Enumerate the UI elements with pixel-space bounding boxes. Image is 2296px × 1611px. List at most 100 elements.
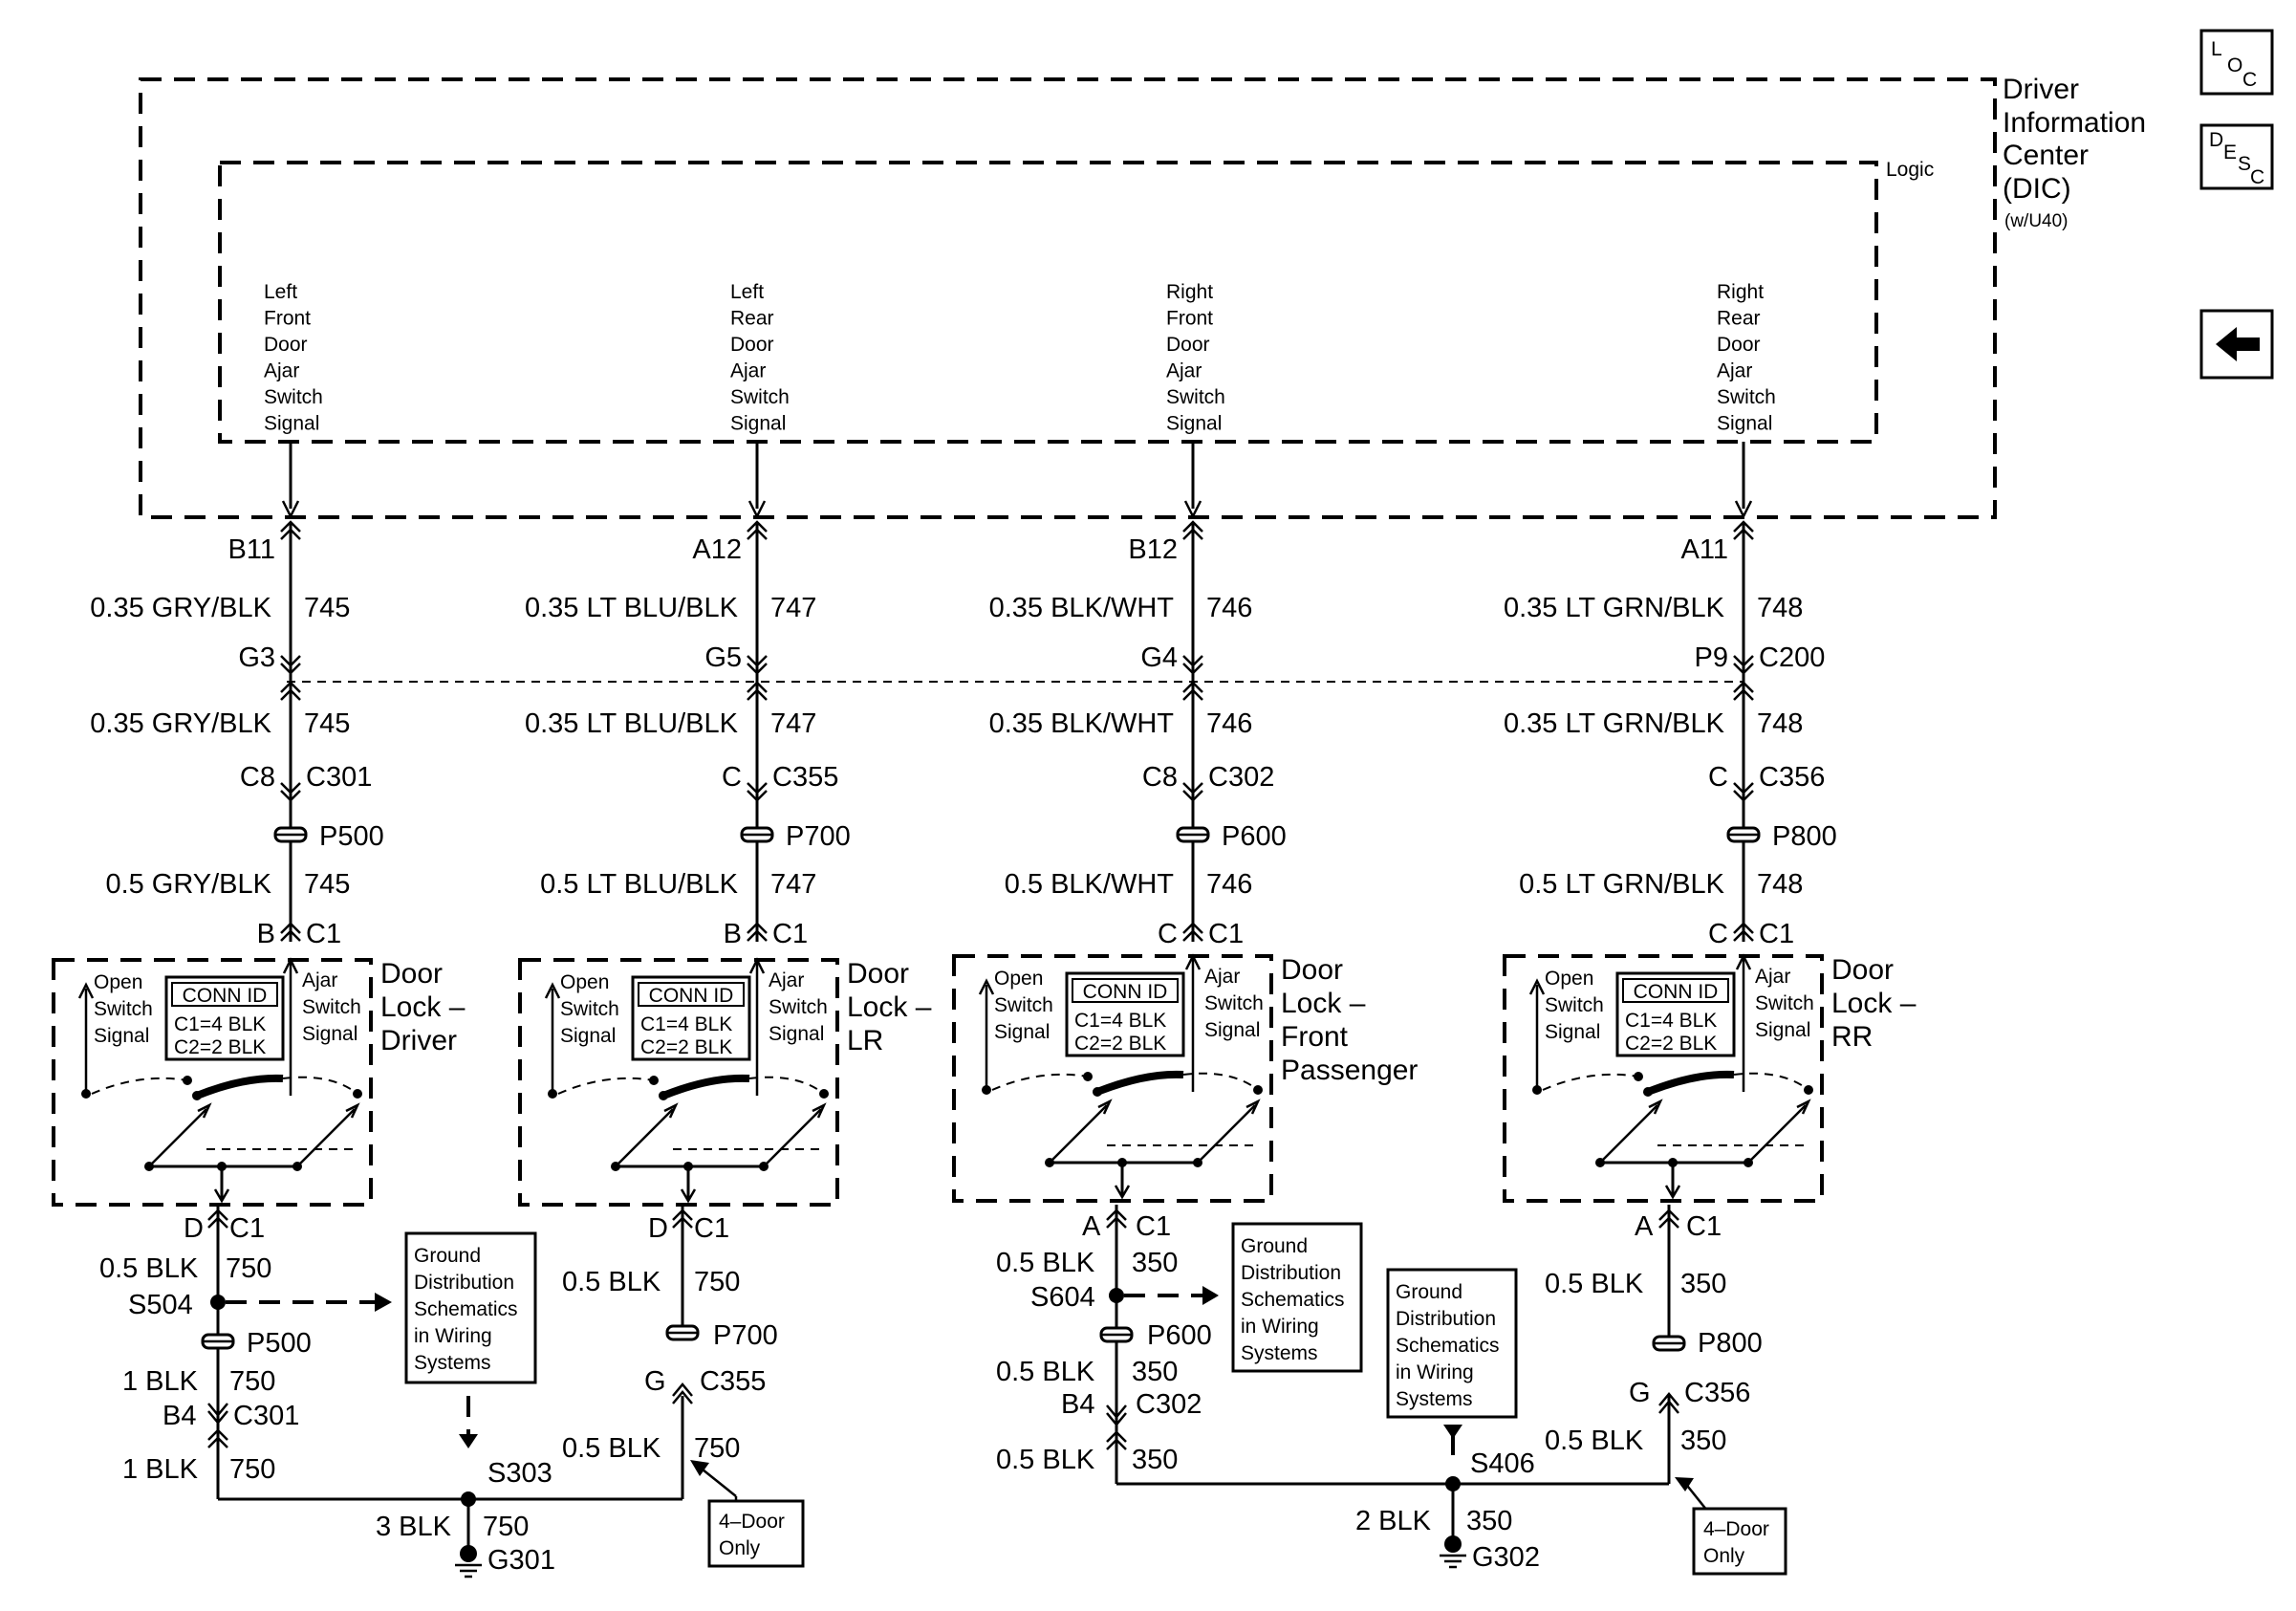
ground-distribution-note-right-b <box>1386 1268 1518 1419</box>
switch-junction-dot <box>1668 1158 1678 1167</box>
svg-text:C302: C302 <box>1136 1389 1202 1420</box>
signal-label: Signal <box>730 413 786 435</box>
svg-text:Ground: Ground <box>1241 1235 1308 1257</box>
svg-text:750: 750 <box>229 1454 275 1485</box>
inline-connector-label: P600 <box>1222 821 1287 852</box>
signal-arrow-head <box>747 500 767 519</box>
switch-title: Passenger <box>1281 1055 1418 1086</box>
switch-arm-arrow <box>197 1102 212 1119</box>
switch-title: Lock – <box>1831 988 1917 1019</box>
svg-text:Systems: Systems <box>1241 1342 1318 1364</box>
ajar-signal-arrow <box>282 957 299 974</box>
desc-button[interactable]: D E S C <box>2199 123 2274 190</box>
svg-text:0.5 BLK: 0.5 BLK <box>562 1433 661 1464</box>
switch-contact-dot <box>1045 1158 1054 1167</box>
circuit-number-label: 746 <box>1206 593 1252 623</box>
wire-color-label: 0.35 GRY/BLK <box>90 593 271 623</box>
conn-id-header <box>171 982 278 1007</box>
conn-id-label: CONN ID <box>1634 981 1719 1003</box>
switch-arc-left <box>991 1073 1089 1091</box>
conn-id-c1: C1=4 BLK <box>640 1013 732 1035</box>
ground-distribution-note-right-a <box>1231 1222 1363 1373</box>
switch-arm-arrow <box>1245 1099 1261 1115</box>
svg-text:Information: Information <box>2003 107 2146 139</box>
ground-left-wiring <box>201 1205 738 1578</box>
connector-label: C355 <box>772 762 838 793</box>
open-signal-arrow <box>544 982 561 999</box>
loc-letter-o: O <box>2227 54 2242 76</box>
switch-junction-dot <box>217 1162 227 1171</box>
connector-chevron <box>1733 922 1754 942</box>
svg-text:350: 350 <box>1680 1426 1726 1456</box>
ground-right-labels: A C1 0.5 BLK 350 S604 P600 0.5 BLK 350 B… <box>996 1211 1787 1576</box>
splice-s406: S406 <box>1470 1448 1535 1479</box>
svg-text:1 BLK: 1 BLK <box>122 1366 199 1397</box>
svg-text:Systems: Systems <box>414 1352 491 1374</box>
switch-title: Door <box>847 958 909 990</box>
signal-label: Door <box>730 334 774 356</box>
svg-text:0.5 BLK: 0.5 BLK <box>1545 1426 1644 1456</box>
connector-chevron <box>280 681 301 701</box>
four-door-note-left <box>707 1499 805 1568</box>
ajar-signal-label: Signal <box>1755 1019 1810 1041</box>
inline-connector-label: P500 <box>319 821 384 852</box>
wire-color-label: 0.35 LT GRN/BLK <box>1504 593 1725 623</box>
svg-text:750: 750 <box>483 1512 529 1542</box>
connector-label: C1 <box>1759 919 1794 949</box>
svg-text:P500: P500 <box>247 1328 312 1359</box>
wire-color-label: 0.35 BLK/WHT <box>989 708 1175 739</box>
switch-title: Lock – <box>847 991 932 1023</box>
switch-contact-dot <box>144 1162 154 1171</box>
conn-id-c1: C1=4 BLK <box>1074 1010 1166 1032</box>
switch-arc-left <box>1542 1073 1639 1091</box>
svg-text:Schematics: Schematics <box>414 1298 518 1320</box>
open-signal-label: Signal <box>994 1021 1050 1043</box>
switch-arm-arrow <box>812 1102 827 1119</box>
wire-color-label: 0.5 LT GRN/BLK <box>1519 869 1725 900</box>
connector-chevron <box>747 655 768 675</box>
signal-label: Ajar <box>264 360 299 382</box>
switch-contact-dot <box>1634 1072 1643 1081</box>
svg-text:750: 750 <box>694 1267 740 1297</box>
svg-text:Distribution: Distribution <box>1241 1262 1341 1284</box>
connector-chevron <box>1733 782 1754 802</box>
open-signal-label: Switch <box>994 994 1053 1016</box>
signal-label: Ajar <box>730 360 766 382</box>
circuit-number-label: 748 <box>1757 708 1803 739</box>
pin-label: C8 <box>1142 762 1178 793</box>
desc-letter-c: C <box>2250 166 2264 188</box>
ajar-signal-label: Signal <box>769 1023 824 1045</box>
switch-arc-left <box>91 1077 188 1095</box>
open-signal-arrow <box>978 978 995 995</box>
svg-text:P700: P700 <box>713 1320 778 1351</box>
pin-label: A11 <box>1681 534 1728 565</box>
conn-id-box <box>631 975 751 1061</box>
switch-arc-contact <box>1095 1070 1184 1096</box>
switch-ground-arrow <box>680 1188 697 1204</box>
pin-label: B12 <box>1128 534 1178 565</box>
wire-color-label: 0.35 LT BLU/BLK <box>525 593 739 623</box>
signal-label: Front <box>1166 308 1213 330</box>
svg-text:in Wiring: in Wiring <box>1241 1316 1319 1338</box>
connector-label: C302 <box>1208 762 1274 793</box>
conn-id-header <box>638 982 745 1007</box>
switch-arm <box>296 1108 356 1167</box>
splice-s504: S504 <box>128 1290 193 1320</box>
dic-option-label: (w/U40) <box>2004 211 2069 231</box>
switch-arm <box>1599 1104 1658 1164</box>
door-lock-switch-outline <box>518 958 839 1207</box>
open-signal-label: Open <box>560 971 609 993</box>
loc-button[interactable]: L O C <box>2199 29 2274 96</box>
connector-chevron <box>280 922 301 942</box>
dic-logic-outline <box>218 161 1878 444</box>
circuit-number-label: 746 <box>1206 869 1252 900</box>
svg-text:Distribution: Distribution <box>414 1272 514 1294</box>
svg-text:C1: C1 <box>229 1213 265 1244</box>
circuit-number-label: 747 <box>770 869 816 900</box>
open-signal-label: Open <box>1545 968 1593 990</box>
svg-text:in Wiring: in Wiring <box>1396 1361 1474 1383</box>
back-button[interactable] <box>2199 309 2274 380</box>
svg-text:4–Door: 4–Door <box>1703 1518 1769 1540</box>
wire-color-label: 0.5 GRY/BLK <box>105 869 271 900</box>
